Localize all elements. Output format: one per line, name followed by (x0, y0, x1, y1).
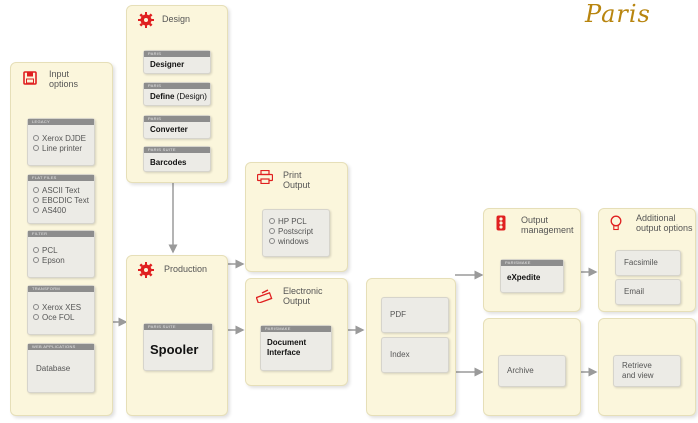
index-card: Index (381, 337, 449, 373)
input-group-header: FLAT FILES (28, 175, 94, 181)
production-panel: Production PARIS SUITE Spooler (126, 255, 228, 416)
card-title: Define (Design) (150, 92, 207, 101)
card-title: Designer (150, 60, 185, 69)
card-title: Barcodes (150, 158, 187, 167)
production-title: Production (164, 264, 208, 274)
card-header: PARISMAKE (261, 326, 331, 332)
card-header: PARIS SUITE (144, 324, 212, 330)
input-group-transform: TRANSFORM Xerox XES Oce FOL (27, 285, 95, 335)
card-header: PARIS (144, 116, 210, 122)
document-interface-card: PARISMAKE Document Interface (260, 325, 332, 371)
input-option-item: AS400 (33, 206, 89, 216)
email-label: Email (624, 287, 645, 296)
retrieve-label: Retrieve and view (622, 361, 654, 380)
input-option-item: Xerox DJDE (33, 134, 86, 144)
card-header: PARISMAKE (501, 260, 563, 266)
input-option-item: ASCII Text (33, 186, 89, 196)
disk-icon (23, 71, 37, 90)
additional-output-title: Additional output options (636, 213, 693, 233)
electronic-output-panel: Electronic Output PARISMAKE Document Int… (245, 278, 348, 386)
input-group-header: TRANSFORM (28, 286, 94, 292)
archive-card: Archive (498, 355, 566, 387)
pdf-label: PDF (390, 310, 406, 319)
input-group-web-applications: WEB APPLICATIONS Database (27, 343, 95, 393)
additional-output-panel: Additional output options Facsimile Emai… (598, 208, 696, 312)
input-group-header: FILTER (28, 231, 94, 237)
signature-icon (255, 289, 274, 308)
spooler-title: Spooler (150, 342, 199, 357)
traffic-light-icon (495, 215, 507, 236)
card-title: Converter (150, 125, 188, 134)
print-formats-card: HP PCL Postscript windows (262, 209, 330, 257)
facsimile-card: Facsimile (615, 250, 681, 276)
input-option-item: Xerox XES (33, 303, 81, 313)
archive-label: Archive (507, 366, 534, 375)
input-options-title: Input options (49, 69, 79, 89)
archive-panel: Archive (483, 318, 581, 416)
input-option-item: Oce FOL (33, 313, 81, 323)
electronic-output-title: Electronic Output (283, 286, 323, 306)
design-card-designer: PARIS Designer (143, 50, 211, 74)
card-header: PARIS (144, 83, 210, 89)
printer-icon (256, 169, 274, 189)
design-panel: Design PARIS Designer PARIS Define (Desi… (126, 5, 228, 183)
expedite-title: eXpedite (507, 273, 541, 282)
spooler-card: PARIS SUITE Spooler (143, 323, 213, 371)
retrieve-card: Retrieve and view (613, 355, 681, 387)
formats-panel: PDF Index (366, 278, 456, 416)
input-option-item: EBCDIC Text (33, 196, 89, 206)
design-card-converter: PARIS Converter (143, 115, 211, 139)
output-management-panel: Output management PARISMAKE eXpedite (483, 208, 581, 312)
print-format-item: HP PCL (269, 217, 313, 227)
print-format-item: Postscript (269, 227, 313, 237)
input-option-item: Epson (33, 256, 65, 266)
expedite-card: PARISMAKE eXpedite (500, 259, 564, 293)
input-group-legacy: LEGACY Xerox DJDE Line printer (27, 118, 95, 166)
print-format-item: windows (269, 237, 313, 247)
card-header: PARIS (144, 51, 210, 57)
input-group-header: WEB APPLICATIONS (28, 344, 94, 350)
paris-logo: Paris (585, 0, 651, 28)
input-group-header: LEGACY (28, 119, 94, 125)
input-group-filter: FILTER PCL Epson (27, 230, 95, 278)
input-option-item: PCL (33, 246, 65, 256)
input-option-item: Line printer (33, 144, 86, 154)
print-output-panel: Print Output HP PCL Postscript windows (245, 162, 348, 272)
gear-icon (138, 12, 154, 33)
email-card: Email (615, 279, 681, 305)
input-group-flat-files: FLAT FILES ASCII Text EBCDIC Text AS400 (27, 174, 95, 224)
lightbulb-icon (610, 215, 622, 236)
retrieve-panel: Retrieve and view (598, 318, 696, 416)
gear-icon (138, 262, 154, 283)
document-interface-title: Document Interface (267, 338, 307, 357)
design-title: Design (162, 14, 191, 24)
facsimile-label: Facsimile (624, 258, 658, 267)
design-card-barcodes: PARIS SUITE Barcodes (143, 146, 211, 172)
input-options-panel: Input options LEGACY Xerox DJDE Line pri… (10, 62, 113, 416)
print-output-title: Print Output (283, 170, 311, 190)
index-label: Index (390, 350, 410, 359)
design-card-define: PARIS Define (Design) (143, 82, 211, 106)
card-header: PARIS SUITE (144, 147, 210, 153)
pdf-card: PDF (381, 297, 449, 333)
output-management-title: Output management (521, 215, 574, 235)
input-option-item: Database (36, 364, 71, 373)
